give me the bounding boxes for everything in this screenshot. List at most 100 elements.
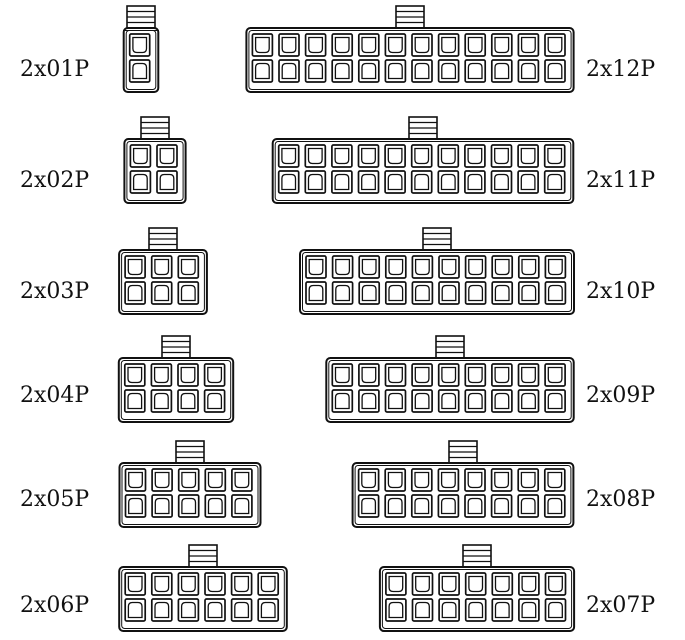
pin-cavity [129,170,152,194]
pin-cavity [358,389,380,413]
connector-2x12 [245,5,575,93]
pin-key [467,147,483,165]
pin-cavity [124,494,147,518]
pin-key [159,173,175,191]
pin-key [414,173,430,191]
label-2x09: 2x09P [586,383,655,408]
pin-key [361,147,376,165]
pin-cavity [411,281,434,305]
pin-cavity [490,144,513,168]
pin-cavity [150,598,173,622]
pin-key [207,392,223,410]
pin-cavity [517,59,540,83]
pin-cavity [156,170,178,194]
pin-key [153,366,169,384]
pin-key [467,392,483,410]
pin-key [361,497,377,515]
pin-cavity [277,144,300,168]
pin-key [494,366,510,384]
pin-cavity [331,33,354,57]
pin-key [334,36,350,54]
pin-cavity [544,572,567,596]
pin-key [494,601,510,619]
pin-key [388,366,403,384]
pin-key [254,36,270,54]
connector-2x04 [117,335,235,423]
pin-cavity [490,468,513,492]
pin-cavity [331,389,354,413]
pin-cavity [151,468,173,492]
pin-cavity [331,144,353,168]
pin-key [234,497,250,515]
pin-cavity [124,572,147,596]
pin-cavity [305,255,327,279]
pin-key [414,471,430,489]
pin-key [441,392,457,410]
pin-key [281,173,297,191]
pin-cavity [304,170,327,194]
pin-key [467,36,483,54]
pin-key [547,147,563,165]
pin-cavity [490,33,513,57]
pin-cavity [517,33,540,57]
pin-cavity [411,572,434,596]
pin-cavity [150,572,173,596]
pin-key [127,575,143,593]
pin-cavity [464,144,486,168]
pin-key [468,258,484,276]
pin-key [521,601,537,619]
pin-cavity [150,255,173,279]
pin-cavity [410,494,433,518]
pin-cavity [357,468,380,492]
pin-key [387,36,403,54]
pin-key [547,173,563,191]
pin-key [334,366,350,384]
pin-cavity [204,494,227,518]
pin-cavity [331,281,354,305]
pin-key [127,601,143,619]
pin-cavity [384,170,406,194]
connector-2x07 [378,544,576,632]
pin-key [414,284,430,302]
pin-cavity [490,494,513,518]
pin-cavity [491,598,514,622]
pin-cavity [411,363,433,387]
label-2x11: 2x11P [586,168,655,193]
pin-cavity [437,494,460,518]
pin-cavity [491,572,514,596]
pin-key [521,258,537,276]
pin-cavity [411,255,434,279]
pin-key [361,392,377,410]
pin-cavity [358,255,381,279]
pin-key [361,36,377,54]
pin-cavity [357,33,380,57]
pin-cavity [384,144,406,168]
pin-cavity [305,281,327,305]
connector-2x10 [299,227,575,315]
pin-cavity [124,281,146,305]
pin-key [441,575,457,593]
pin-key [308,62,324,80]
label-2x10: 2x10P [586,279,655,304]
pin-key [361,62,377,80]
pin-cavity [464,281,487,305]
connector-2x09 [325,335,575,423]
pin-key [180,601,196,619]
pin-cavity [437,468,460,492]
pin-key [387,471,403,489]
pin-key [361,258,377,276]
pin-key [127,392,143,410]
pin-key [335,284,351,302]
pin-key [494,147,509,165]
pin-cavity [177,281,200,305]
pin-cavity [204,572,226,596]
pin-cavity [543,468,566,492]
pin-key [547,366,563,384]
pin-key [207,601,223,619]
pin-key [128,471,143,489]
pin-key [361,173,376,191]
pin-key [547,62,563,80]
pin-key [334,392,350,410]
pin-key [154,284,170,302]
